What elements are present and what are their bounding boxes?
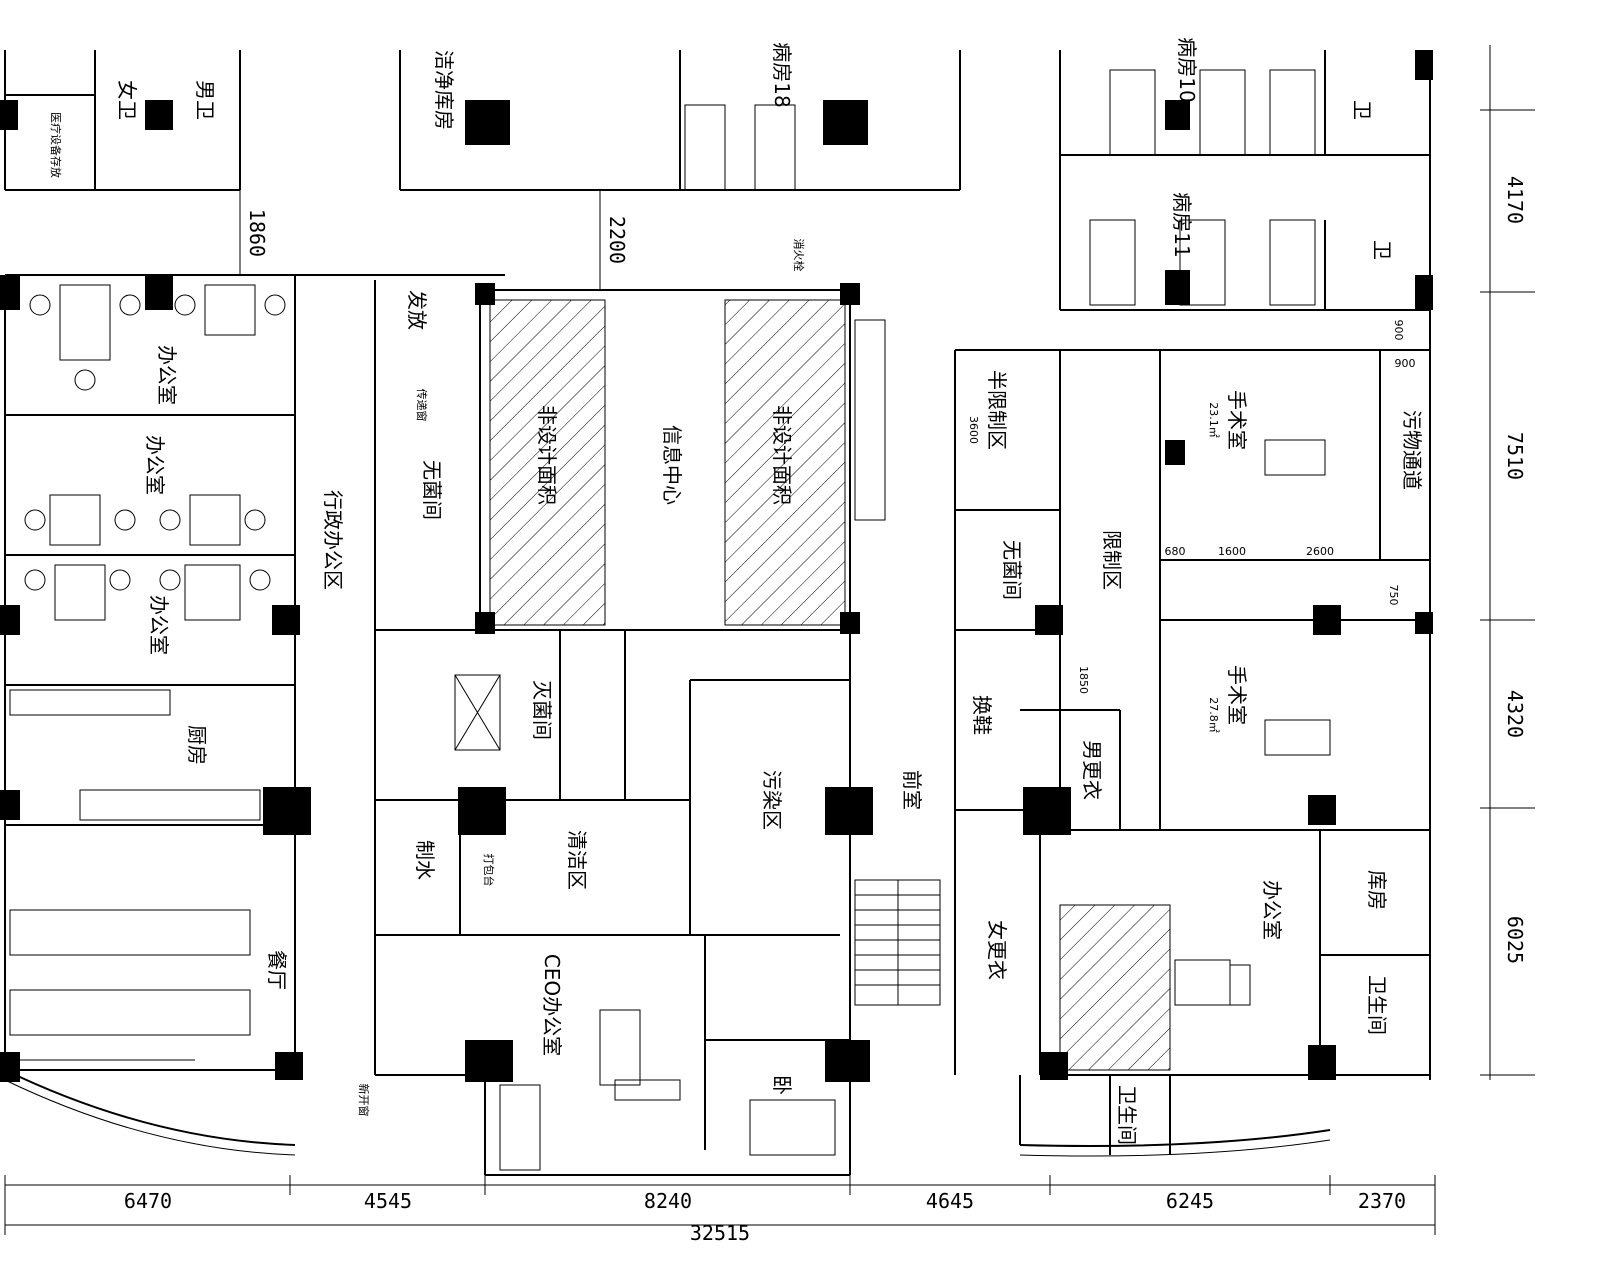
label-op-room-2: 手术室 [1225, 665, 1249, 725]
label-admin-office-area: 行政办公区 [321, 490, 345, 590]
label-new-window: 新开窗 [357, 1084, 371, 1117]
label-med-store: 医疗设备存放 [49, 112, 63, 178]
hatched-areas [489, 299, 1171, 1071]
dim-inner-5: 900 [1392, 320, 1405, 341]
dim-right-1: 4170 [1503, 176, 1527, 224]
label-ceo-office: CEO办公室 [540, 954, 564, 1056]
label-bath-2: 卫生间 [1115, 1085, 1139, 1145]
label-dirty-passage: 污物通道 [1400, 410, 1424, 490]
dim-right-3: 4320 [1503, 690, 1527, 738]
label-bedroom: 卧 [770, 1075, 794, 1095]
label-wc-2: 卫 [1370, 240, 1394, 260]
curved-windows [4, 1069, 1331, 1157]
label-hydrant: 消火栓 [792, 239, 806, 272]
dim-inner-6: 900 [1395, 357, 1416, 370]
dim-inner-4: 750 [1387, 585, 1400, 606]
label-op-room-2-area: 27.8㎡ [1207, 697, 1220, 733]
label-kitchen: 厨房 [185, 725, 209, 765]
label-info-center: 信息中心 [660, 425, 684, 505]
dim-bottom-4: 4645 [926, 1189, 974, 1213]
label-wc-1: 卫 [1350, 100, 1374, 120]
dim-bottom-2: 4545 [364, 1189, 412, 1213]
dim-total: 32515 [690, 1221, 750, 1245]
dim-bottom-6: 2370 [1358, 1189, 1406, 1213]
label-female-wc: 女卫 [115, 80, 139, 120]
label-bath-1: 卫生间 [1365, 975, 1389, 1035]
label-office-right: 办公室 [1260, 880, 1284, 940]
label-semi-restricted: 半限制区 [985, 370, 1009, 450]
label-pack: 打包台 [482, 854, 496, 887]
label-office-1: 办公室 [155, 345, 179, 405]
label-clean-area: 清洁区 [565, 830, 589, 890]
dim-inner-8: 3600 [967, 416, 980, 444]
label-ward-18: 病房18 [770, 42, 794, 107]
label-female-change: 女更衣 [985, 920, 1009, 980]
label-water: 制水 [413, 840, 437, 880]
dim-bottom-5: 6245 [1166, 1189, 1214, 1213]
dim-bottom-3: 8240 [644, 1189, 692, 1213]
label-pass-window: 传递窗 [415, 389, 429, 422]
label-sterile-2: 无菌间 [1000, 540, 1024, 600]
dim-right-2: 7510 [1503, 432, 1527, 480]
label-office-3: 办公室 [147, 595, 171, 655]
label-sterile-1: 无菌间 [420, 460, 444, 520]
dim-inner-3: 2600 [1306, 545, 1334, 558]
dim-corridor-2: 2200 [605, 216, 629, 264]
label-restricted: 限制区 [1100, 530, 1124, 590]
dim-bottom-1: 6470 [124, 1189, 172, 1213]
dim-inner-7: 1850 [1077, 666, 1090, 694]
label-office-2: 办公室 [143, 435, 167, 495]
dimension-lines [4, 45, 1535, 1235]
label-corridor: 换鞋 [970, 695, 994, 735]
dim-inner-2: 1600 [1218, 545, 1246, 558]
label-male-wc: 男卫 [193, 80, 217, 120]
label-male-change: 男更衣 [1080, 740, 1104, 800]
label-op-room-1: 手术室 [1225, 390, 1249, 450]
label-dining: 餐厅 [265, 950, 289, 990]
structural-columns [0, 50, 1433, 1082]
dim-corridor-1: 1860 [245, 209, 269, 257]
exterior-walls [4, 50, 1431, 1176]
dim-inner-1: 680 [1165, 545, 1186, 558]
label-front: 前室 [900, 770, 924, 810]
label-clean-store: 洁净库房 [432, 50, 456, 130]
label-non-design-2: 非设计面积 [770, 405, 794, 505]
label-contam-area: 污染区 [760, 770, 784, 830]
label-sterilize: 灭菌间 [530, 680, 554, 740]
fixtures [9, 69, 1331, 1171]
dimension-values: 6470 4545 8240 4645 6245 2370 32515 4170… [124, 176, 1527, 1245]
label-non-design-1: 非设计面积 [535, 405, 559, 505]
label-issue: 发放 [405, 290, 429, 330]
label-op-room-1-area: 23.1㎡ [1207, 402, 1220, 438]
label-ward-10: 病房10 [1175, 37, 1199, 102]
label-warehouse: 库房 [1365, 870, 1389, 910]
room-labels: 行政办公区 办公室 办公室 办公室 厨房 餐厅 无菌间 发放 信息中心 非设计面… [49, 37, 1424, 1145]
dim-right-4: 6025 [1503, 916, 1527, 964]
label-ward-11: 病房11 [1170, 192, 1194, 257]
